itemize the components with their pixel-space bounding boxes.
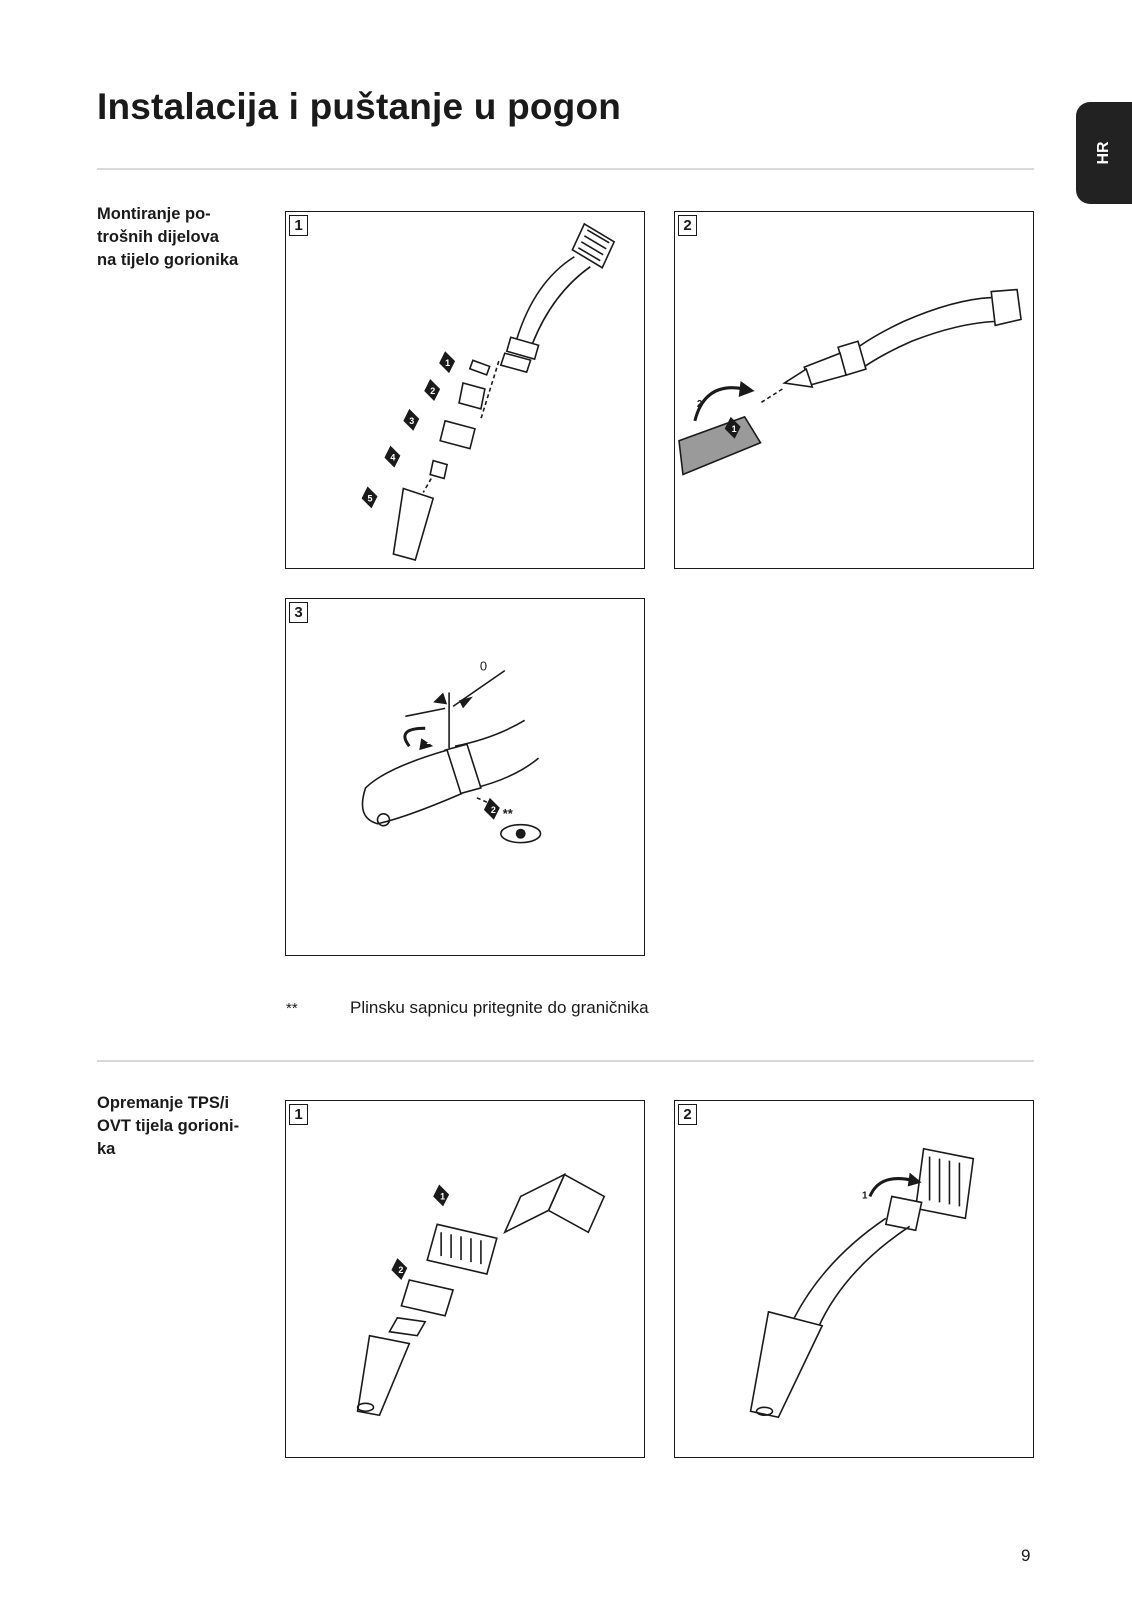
- section-heading-consumables: Montiranje po- trošnih dijelova na tijel…: [97, 203, 267, 272]
- step-label: 1: [445, 358, 450, 368]
- panel-number: 1: [289, 215, 308, 236]
- language-tab-label: HR: [1095, 141, 1112, 165]
- note-text: Plinsku sapnicu pritegnite do graničnika: [350, 998, 649, 1017]
- figure-panel-torch-2: 2 1: [674, 1100, 1034, 1458]
- step-label: 2: [430, 386, 435, 396]
- step-label: 1: [426, 736, 431, 746]
- heading-line: ka: [97, 1140, 116, 1158]
- step-label: 4: [390, 453, 395, 463]
- torch-tip-assembly-illustration: 1 2: [678, 288, 1022, 476]
- figure-panel-2: 2 1 2: [674, 211, 1034, 569]
- heading-line: OVT tijela gorioni-: [97, 1117, 240, 1135]
- step-label: 3: [409, 416, 414, 426]
- heading-line: trošnih dijelova: [97, 228, 219, 246]
- step-label: 1: [440, 1191, 445, 1201]
- section-divider: [97, 1060, 1034, 1062]
- page-title: Instalacija i puštanje u pogon: [97, 86, 622, 127]
- step-label: 2: [398, 1265, 403, 1275]
- step-label: 5: [368, 493, 373, 503]
- step-label: 2: [697, 399, 703, 410]
- nozzle-tightening-illustration: 0 1 2 **: [361, 659, 542, 844]
- torch-body-mounted-illustration: 1: [749, 1147, 975, 1419]
- torch-body-assembly-illustration: 1 2: [356, 1172, 606, 1417]
- note-marker: **: [286, 1000, 298, 1017]
- panel-number: 3: [289, 602, 308, 623]
- dimension-label: 0: [480, 659, 487, 674]
- language-tab: HR: [1076, 102, 1132, 204]
- panel-number: 2: [678, 215, 697, 236]
- figure-panel-torch-1: 1 1 2: [285, 1100, 645, 1458]
- figure-panel-1: 1 1 2: [285, 211, 645, 569]
- section-divider: [97, 168, 1034, 170]
- step-label: 1: [862, 1190, 868, 1201]
- panel-number: 2: [678, 1104, 697, 1125]
- heading-line: Opremanje TPS/i: [97, 1094, 230, 1112]
- panel-number: 1: [289, 1104, 308, 1125]
- heading-line: na tijelo gorionika: [97, 251, 239, 269]
- step-label: 1: [732, 424, 737, 434]
- marker-label: **: [503, 806, 514, 821]
- torch-consumables-assembly-illustration: 1 2 3 4 5: [361, 222, 616, 562]
- section-heading-torch-body: Opremanje TPS/i OVT tijela gorioni- ka: [97, 1092, 267, 1161]
- step-label: 2: [491, 805, 496, 815]
- page-number: 9: [1021, 1546, 1031, 1565]
- figure-panel-3: 3 0 1 2 **: [285, 598, 645, 956]
- heading-line: Montiranje po-: [97, 205, 211, 223]
